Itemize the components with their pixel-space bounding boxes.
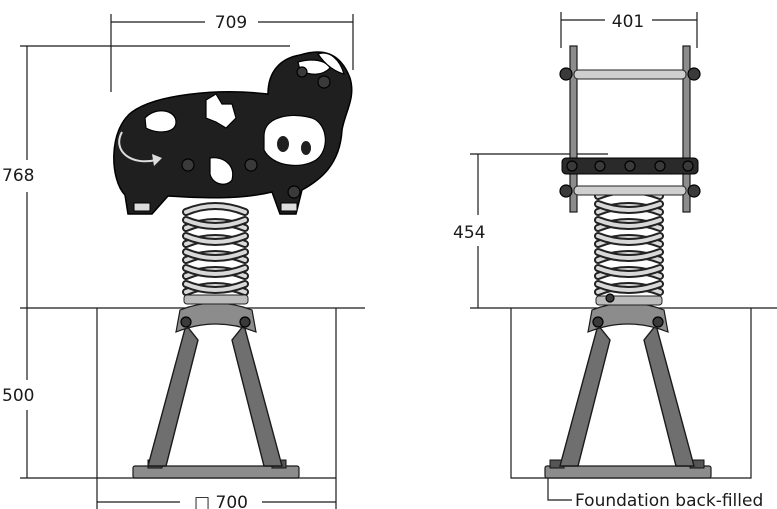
base-frame-left <box>132 302 300 479</box>
label-foundation-note: Foundation back-filled <box>575 491 763 509</box>
dimension-handle-width: 401 <box>560 12 698 48</box>
dimension-foundation-size: □ 700 <box>96 478 337 509</box>
base-frame-right <box>544 302 712 479</box>
label-seat-height: 454 <box>453 223 485 243</box>
label-foundation-size: □ 700 <box>194 493 248 509</box>
dimension-seat-height: 454 <box>453 153 608 308</box>
dimension-overall-height: 768 <box>2 45 290 308</box>
cow-seat-body <box>113 51 353 215</box>
ground-line-right <box>470 307 777 479</box>
label-foundation-depth: 500 <box>2 386 34 406</box>
dimension-foundation-depth: 500 <box>2 308 34 478</box>
label-overall-width: 709 <box>215 13 247 33</box>
label-handle-width: 401 <box>612 12 644 32</box>
dimension-overall-width: 709 <box>110 13 354 92</box>
handle-assembly-front <box>559 45 701 213</box>
foundation-callout: Foundation back-filled <box>547 478 763 509</box>
label-overall-height: 768 <box>2 166 34 186</box>
spring-right <box>594 186 664 306</box>
spring-left <box>182 202 249 305</box>
